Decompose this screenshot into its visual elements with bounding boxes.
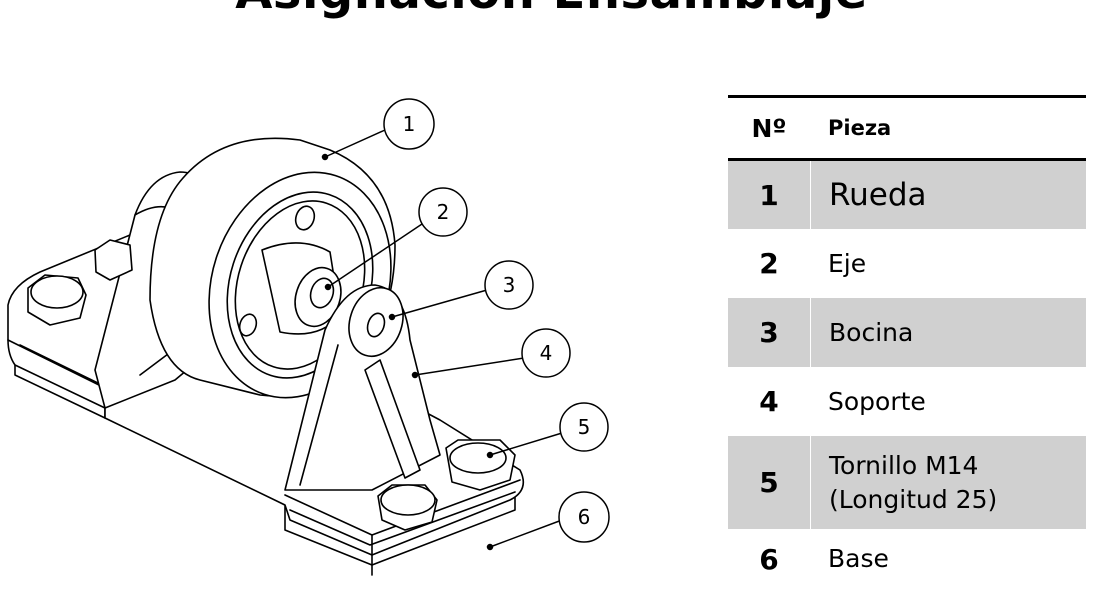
balloon-3 bbox=[484, 260, 534, 310]
table-row: 1 Rueda bbox=[728, 161, 1086, 229]
row-number: 2 bbox=[759, 247, 779, 280]
header-piece: Pieza bbox=[828, 116, 892, 140]
table-row: 2 Eje bbox=[728, 229, 1086, 298]
balloon-label-3: 3 bbox=[503, 273, 516, 297]
table-row: 3 Bocina bbox=[728, 298, 1086, 367]
page-title: Asignación Ensamblaje bbox=[0, 0, 1103, 20]
balloon-1 bbox=[383, 98, 435, 150]
balloon-label-1: 1 bbox=[403, 112, 416, 136]
table-header-rule bbox=[728, 158, 1086, 161]
table-row: 6 Base bbox=[728, 529, 1086, 589]
row-number: 3 bbox=[728, 298, 811, 367]
parts-table: Nº Pieza 1 Rueda 2 Eje 3 Bocina 4 Soport… bbox=[728, 95, 1086, 589]
balloon-label-4: 4 bbox=[540, 341, 553, 365]
row-number: 4 bbox=[759, 385, 779, 418]
table-row: 5 Tornillo M14 (Longitud 25) bbox=[728, 436, 1086, 529]
row-piece: Eje bbox=[828, 248, 867, 278]
row-piece: Bocina bbox=[829, 317, 914, 347]
balloon-label-5: 5 bbox=[578, 415, 591, 439]
row-piece: Base bbox=[828, 544, 889, 573]
header-number: Nº bbox=[751, 113, 787, 143]
balloon-label-2: 2 bbox=[437, 200, 450, 224]
assembly-drawing: 1 2 3 4 5 6 bbox=[7, 98, 610, 576]
balloon-4 bbox=[521, 328, 571, 378]
row-number: 6 bbox=[759, 542, 779, 576]
balloon-label-6: 6 bbox=[578, 505, 591, 529]
table-top-rule bbox=[728, 95, 1086, 98]
balloon-6 bbox=[558, 491, 610, 543]
bolt-right-a bbox=[445, 439, 516, 491]
row-piece: Tornillo M14 (Longitud 25) bbox=[829, 450, 998, 514]
table-header: Nº Pieza bbox=[728, 98, 1086, 158]
row-number: 1 bbox=[728, 161, 811, 229]
bolt-back-left bbox=[94, 239, 133, 281]
row-piece: Soporte bbox=[828, 386, 926, 416]
table-row: 4 Soporte bbox=[728, 367, 1086, 436]
row-number: 5 bbox=[728, 436, 811, 529]
bolt-front-left bbox=[27, 274, 87, 326]
balloon-2 bbox=[418, 187, 468, 237]
bolt-right-b bbox=[377, 484, 438, 531]
balloon-5 bbox=[559, 402, 609, 452]
row-piece: Rueda bbox=[829, 177, 927, 213]
